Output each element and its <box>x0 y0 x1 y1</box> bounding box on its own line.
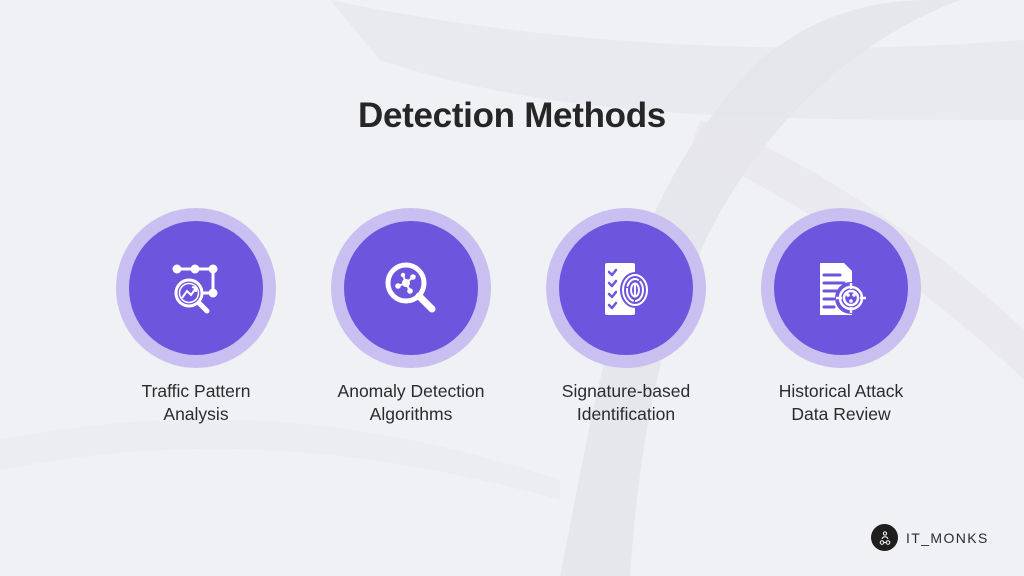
icon-ring <box>116 208 276 368</box>
document-target-icon <box>820 263 867 315</box>
label-line-1: Signature-based <box>561 381 691 401</box>
icon-core <box>344 221 478 355</box>
monk-logo-icon <box>871 524 898 551</box>
icon-core <box>774 221 908 355</box>
checklist-fingerprint-icon <box>605 263 650 315</box>
method-label: Traffic Pattern Analysis <box>96 380 296 426</box>
magnifier-network-icon <box>385 262 436 313</box>
label-line-2: Analysis <box>163 404 229 424</box>
icon-ring <box>546 208 706 368</box>
page-title: Detection Methods <box>358 96 666 135</box>
method-signature-based-identification: Signature-based Identification <box>526 208 726 426</box>
icon-core <box>129 221 263 355</box>
brand-logo: IT_MONKS <box>871 524 989 551</box>
icon-core <box>559 221 693 355</box>
icon-ring <box>331 208 491 368</box>
label-line-1: Traffic Pattern <box>141 381 251 401</box>
method-label: Signature-based Identification <box>526 380 726 426</box>
method-traffic-pattern-analysis: Traffic Pattern Analysis <box>96 208 296 426</box>
traffic-analysis-icon <box>172 264 218 314</box>
method-anomaly-detection-algorithms: Anomaly Detection Algorithms <box>311 208 511 426</box>
method-label: Historical Attack Data Review <box>741 380 941 426</box>
label-line-2: Algorithms <box>369 404 453 424</box>
label-line-1: Anomaly Detection <box>337 381 485 401</box>
icon-ring <box>761 208 921 368</box>
label-line-2: Identification <box>576 404 676 424</box>
label-line-1: Historical Attack <box>778 381 904 401</box>
method-historical-attack-data-review: Historical Attack Data Review <box>741 208 941 426</box>
method-label: Anomaly Detection Algorithms <box>311 380 511 426</box>
brand-name: IT_MONKS <box>906 529 989 546</box>
label-line-2: Data Review <box>791 404 891 424</box>
